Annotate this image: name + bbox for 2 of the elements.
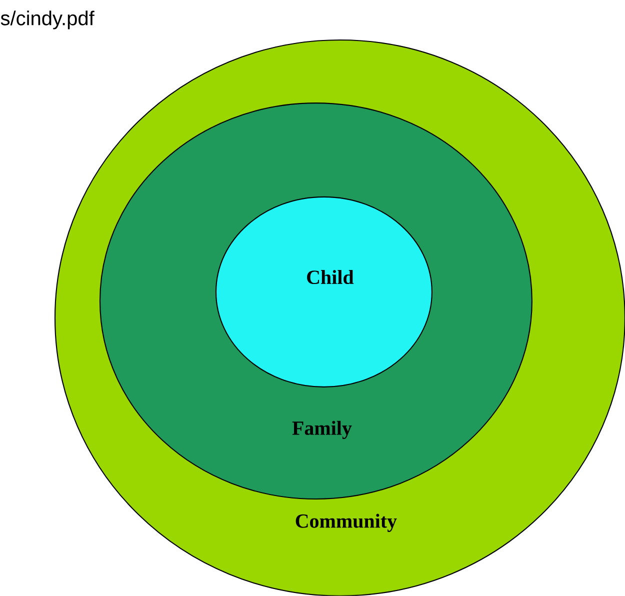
ring: Child [215, 196, 432, 388]
file-path-text: s/cindy.pdf [0, 10, 94, 30]
